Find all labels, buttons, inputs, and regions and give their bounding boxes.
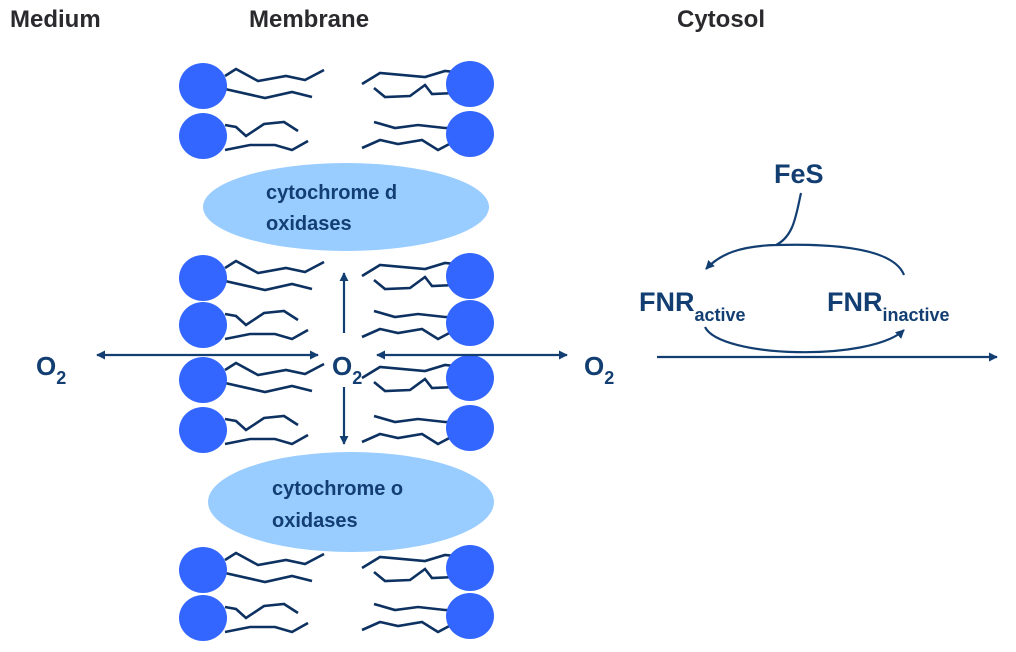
- lipid-tail-right-7-0: [373, 602, 455, 612]
- header-membrane: Membrane: [249, 6, 370, 33]
- lipid-tail-right-6-0: [361, 553, 456, 570]
- arrow-fnr-inactive-to-active: [775, 243, 906, 276]
- lipid-tail-left-7-0: [224, 602, 299, 620]
- lipid-tail-right-5-1: [361, 432, 456, 446]
- cytochrome-d-oxidase: cytochrome d oxidases: [203, 163, 489, 251]
- lipid-head-right-3: [446, 300, 494, 346]
- cytochrome-o-ellipse: [208, 452, 494, 552]
- lipid-tail-left-7-1: [224, 621, 309, 634]
- lipid-head-left-3: [179, 302, 227, 348]
- lipid-tail-left-0-1: [224, 87, 313, 100]
- lipid-tail-right-3-1: [361, 327, 456, 341]
- lipid-tail-right-3-0: [373, 309, 455, 319]
- lipid-tail-left-1-1: [224, 139, 309, 152]
- lipid-tail-right-4-1: [373, 377, 456, 393]
- cytochrome-o-label-line2: oxidases: [272, 510, 358, 532]
- lipid-tail-left-3-1: [224, 328, 309, 341]
- lipid-head-right-2: [446, 253, 494, 299]
- lipid-tail-right-5-0: [373, 414, 455, 424]
- lipid-head-right-4: [446, 355, 494, 401]
- lipid-tail-right-2-0: [361, 261, 456, 278]
- fnr-active-label: FNRactive: [639, 287, 746, 325]
- arrow-fnr-active-to-inactive: [704, 326, 905, 354]
- lipid-bilayer: [179, 61, 494, 641]
- lipid-head-left-2: [179, 255, 227, 301]
- lipid-tail-right-1-1: [361, 138, 456, 152]
- lipid-tail-left-6-0: [224, 551, 325, 567]
- o2-medium: O2: [36, 351, 66, 388]
- lipid-head-right-0: [446, 61, 494, 107]
- lipid-tail-left-5-1: [224, 433, 309, 446]
- lipid-tail-left-4-0: [224, 361, 325, 377]
- lipid-tail-right-0-0: [361, 69, 456, 86]
- lipid-tail-right-6-1: [373, 567, 456, 583]
- lipid-head-left-4: [179, 357, 227, 403]
- lipid-tail-right-7-1: [361, 620, 456, 634]
- fnr-inactive-label: FNRinactive: [827, 287, 950, 325]
- lipid-tail-right-0-1: [373, 83, 456, 99]
- o2-membrane: O2: [332, 351, 362, 388]
- lipid-head-left-7: [179, 595, 227, 641]
- lipid-head-right-7: [446, 593, 494, 639]
- lipid-tail-left-3-0: [224, 309, 299, 327]
- lipid-tail-left-6-1: [224, 571, 313, 584]
- lipid-tail-left-1-0: [224, 120, 299, 138]
- lipid-head-right-6: [446, 545, 494, 591]
- lipid-tail-right-2-1: [373, 275, 456, 291]
- cytochrome-o-label-line1: cytochrome o: [272, 478, 403, 500]
- lipid-tail-left-5-0: [224, 414, 299, 432]
- lipid-tail-left-4-1: [224, 381, 313, 394]
- o2-cytosol: O2: [584, 351, 614, 388]
- lipid-head-left-5: [179, 407, 227, 453]
- lipid-tail-right-4-0: [361, 363, 456, 380]
- lipid-tail-left-2-1: [224, 279, 313, 292]
- lipid-head-right-5: [446, 405, 494, 451]
- lipid-head-left-0: [179, 63, 227, 109]
- cytochrome-d-label-line2: oxidases: [266, 213, 352, 235]
- cytochrome-o-oxidase: cytochrome o oxidases: [208, 452, 494, 552]
- lipid-head-left-6: [179, 547, 227, 593]
- arrow-fes-to-fnr-active: [705, 192, 803, 270]
- lipid-head-left-1: [179, 113, 227, 159]
- header-medium: Medium: [10, 6, 101, 33]
- cytochrome-d-label-line1: cytochrome d: [266, 182, 397, 204]
- cytochrome-d-ellipse: [203, 163, 489, 251]
- lipid-tail-left-0-0: [224, 67, 325, 83]
- lipid-head-right-1: [446, 111, 494, 157]
- lipid-tail-left-2-0: [224, 259, 325, 275]
- header-cytosol: Cytosol: [677, 6, 766, 33]
- lipid-tail-right-1-0: [373, 120, 455, 130]
- fes-label: FeS: [774, 159, 824, 189]
